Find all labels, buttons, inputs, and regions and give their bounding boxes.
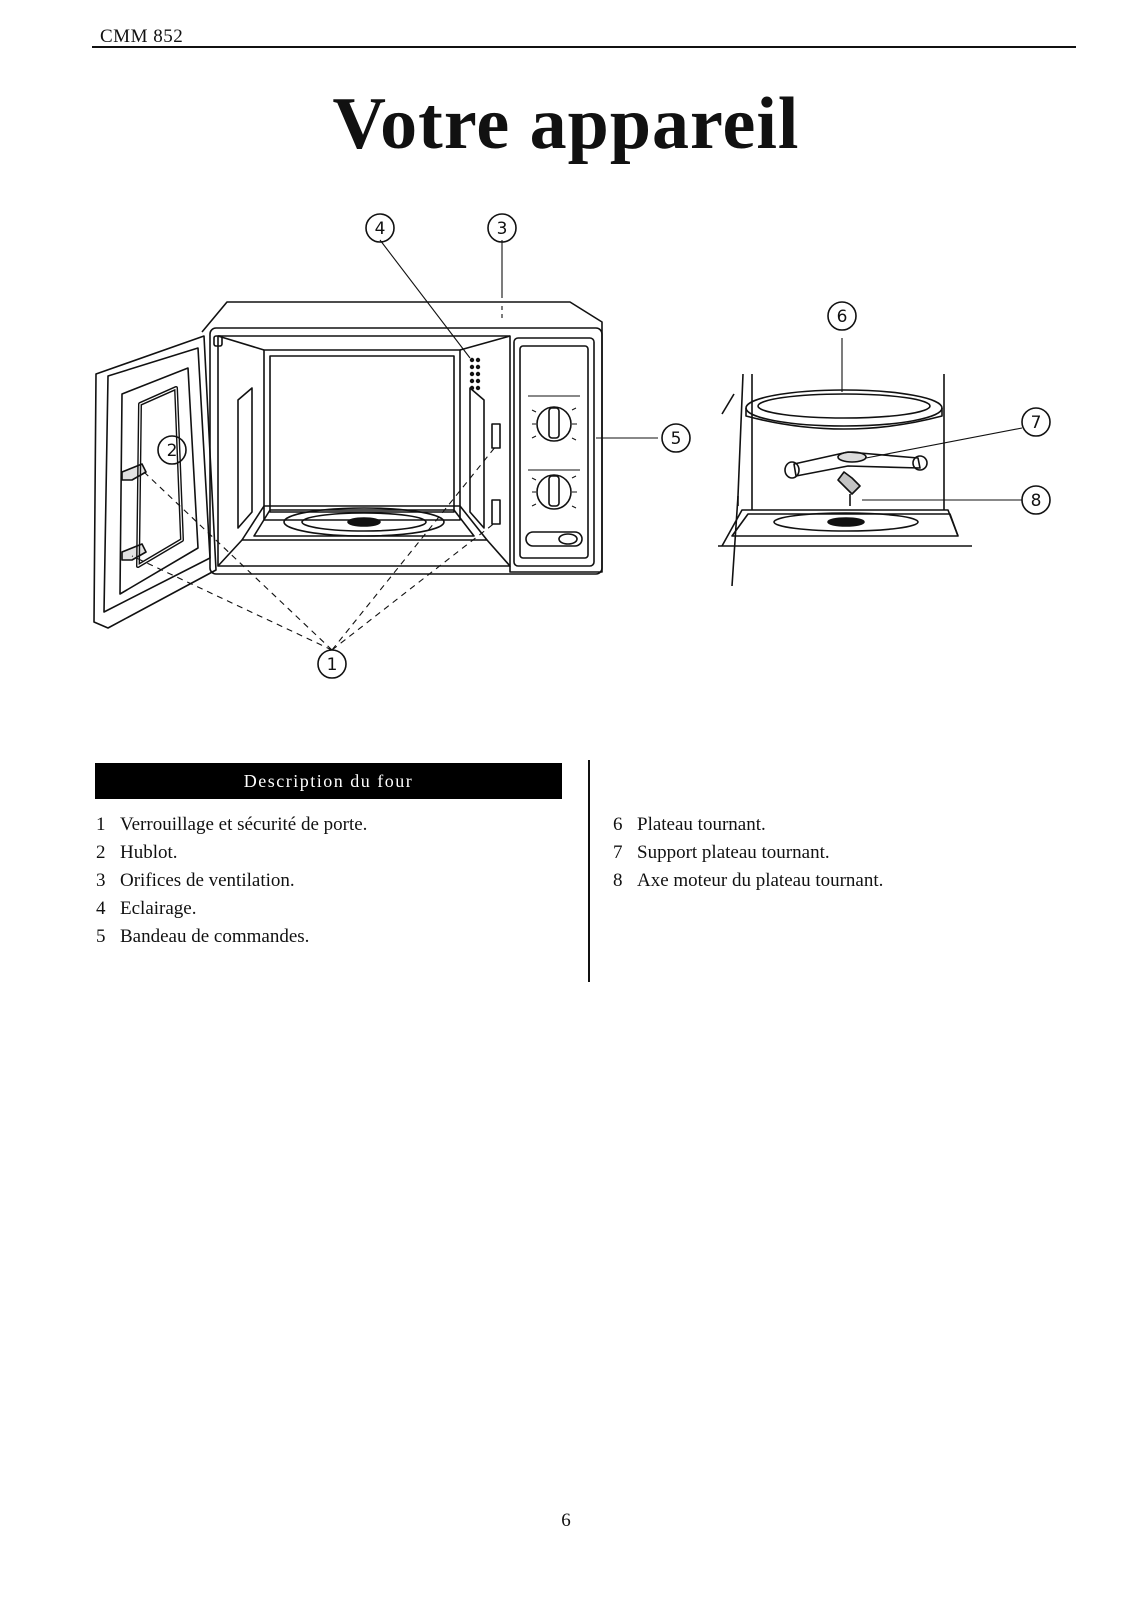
callout-3: 3: [487, 213, 517, 243]
section-heading-banner: Description du four: [95, 763, 562, 799]
item-number: 2: [96, 842, 106, 863]
page-title: Votre appareil: [332, 83, 800, 165]
item-text: Axe moteur du plateau tournant.: [637, 870, 884, 891]
column-divider: [588, 760, 590, 982]
oven-body-illustration: [201, 301, 603, 575]
oven-door-illustration: [93, 335, 223, 629]
item-number: 8: [613, 870, 623, 891]
svg-text:5: 5: [671, 429, 682, 449]
description-list-right: 6 Plateau tournant. 7 Support plateau tour…: [613, 811, 883, 895]
svg-text:3: 3: [497, 219, 508, 239]
oven-diagram: 1 2 3 4 5 6 7 8: [92, 210, 1082, 700]
item-text: Support plateau tournant.: [637, 842, 830, 863]
svg-text:4: 4: [375, 219, 386, 239]
page-number: 6: [561, 1510, 571, 1531]
svg-text:6: 6: [837, 307, 848, 327]
item-number: 1: [96, 814, 106, 835]
list-item: 7 Support plateau tournant.: [613, 839, 883, 867]
svg-text:2: 2: [167, 441, 178, 461]
callout-6: 6: [827, 301, 857, 331]
list-item: 8 Axe moteur du plateau tournant.: [613, 867, 883, 895]
list-item: 5 Bandeau de commandes.: [96, 923, 367, 951]
svg-text:7: 7: [1031, 413, 1042, 433]
item-text: Bandeau de commandes.: [120, 926, 310, 947]
svg-text:8: 8: [1031, 491, 1042, 511]
list-item: 2 Hublot.: [96, 839, 367, 867]
list-item: 6 Plateau tournant.: [613, 811, 883, 839]
item-text: Plateau tournant.: [637, 814, 766, 835]
callout-4: 4: [365, 213, 395, 243]
item-number: 6: [613, 814, 623, 835]
callout-7: 7: [1021, 407, 1051, 437]
callout-8: 8: [1021, 485, 1051, 515]
item-text: Hublot.: [120, 842, 178, 863]
item-text: Verrouillage et sécurité de porte.: [120, 814, 368, 835]
callout-2: 2: [157, 435, 187, 465]
item-number: 7: [613, 842, 623, 863]
list-item: 3 Orifices de ventilation.: [96, 867, 367, 895]
list-item: 1 Verrouillage et sécurité de porte.: [96, 811, 367, 839]
description-list-left: 1 Verrouillage et sécurité de porte. 2 Hub…: [96, 811, 367, 951]
callout-leader-lines: [131, 239, 1023, 651]
item-text: Orifices de ventilation.: [120, 870, 295, 891]
item-text: Eclairage.: [120, 898, 197, 919]
header-rule: [92, 46, 1076, 48]
item-number: 5: [96, 926, 106, 947]
list-item: 4 Eclairage.: [96, 895, 367, 923]
callout-1: 1: [317, 649, 347, 679]
callout-5: 5: [661, 423, 691, 453]
document-model-label: CMM 852: [100, 26, 184, 47]
turntable-detail-illustration: [718, 373, 972, 587]
svg-text:1: 1: [327, 655, 338, 675]
item-number: 4: [96, 898, 106, 919]
item-number: 3: [96, 870, 106, 891]
